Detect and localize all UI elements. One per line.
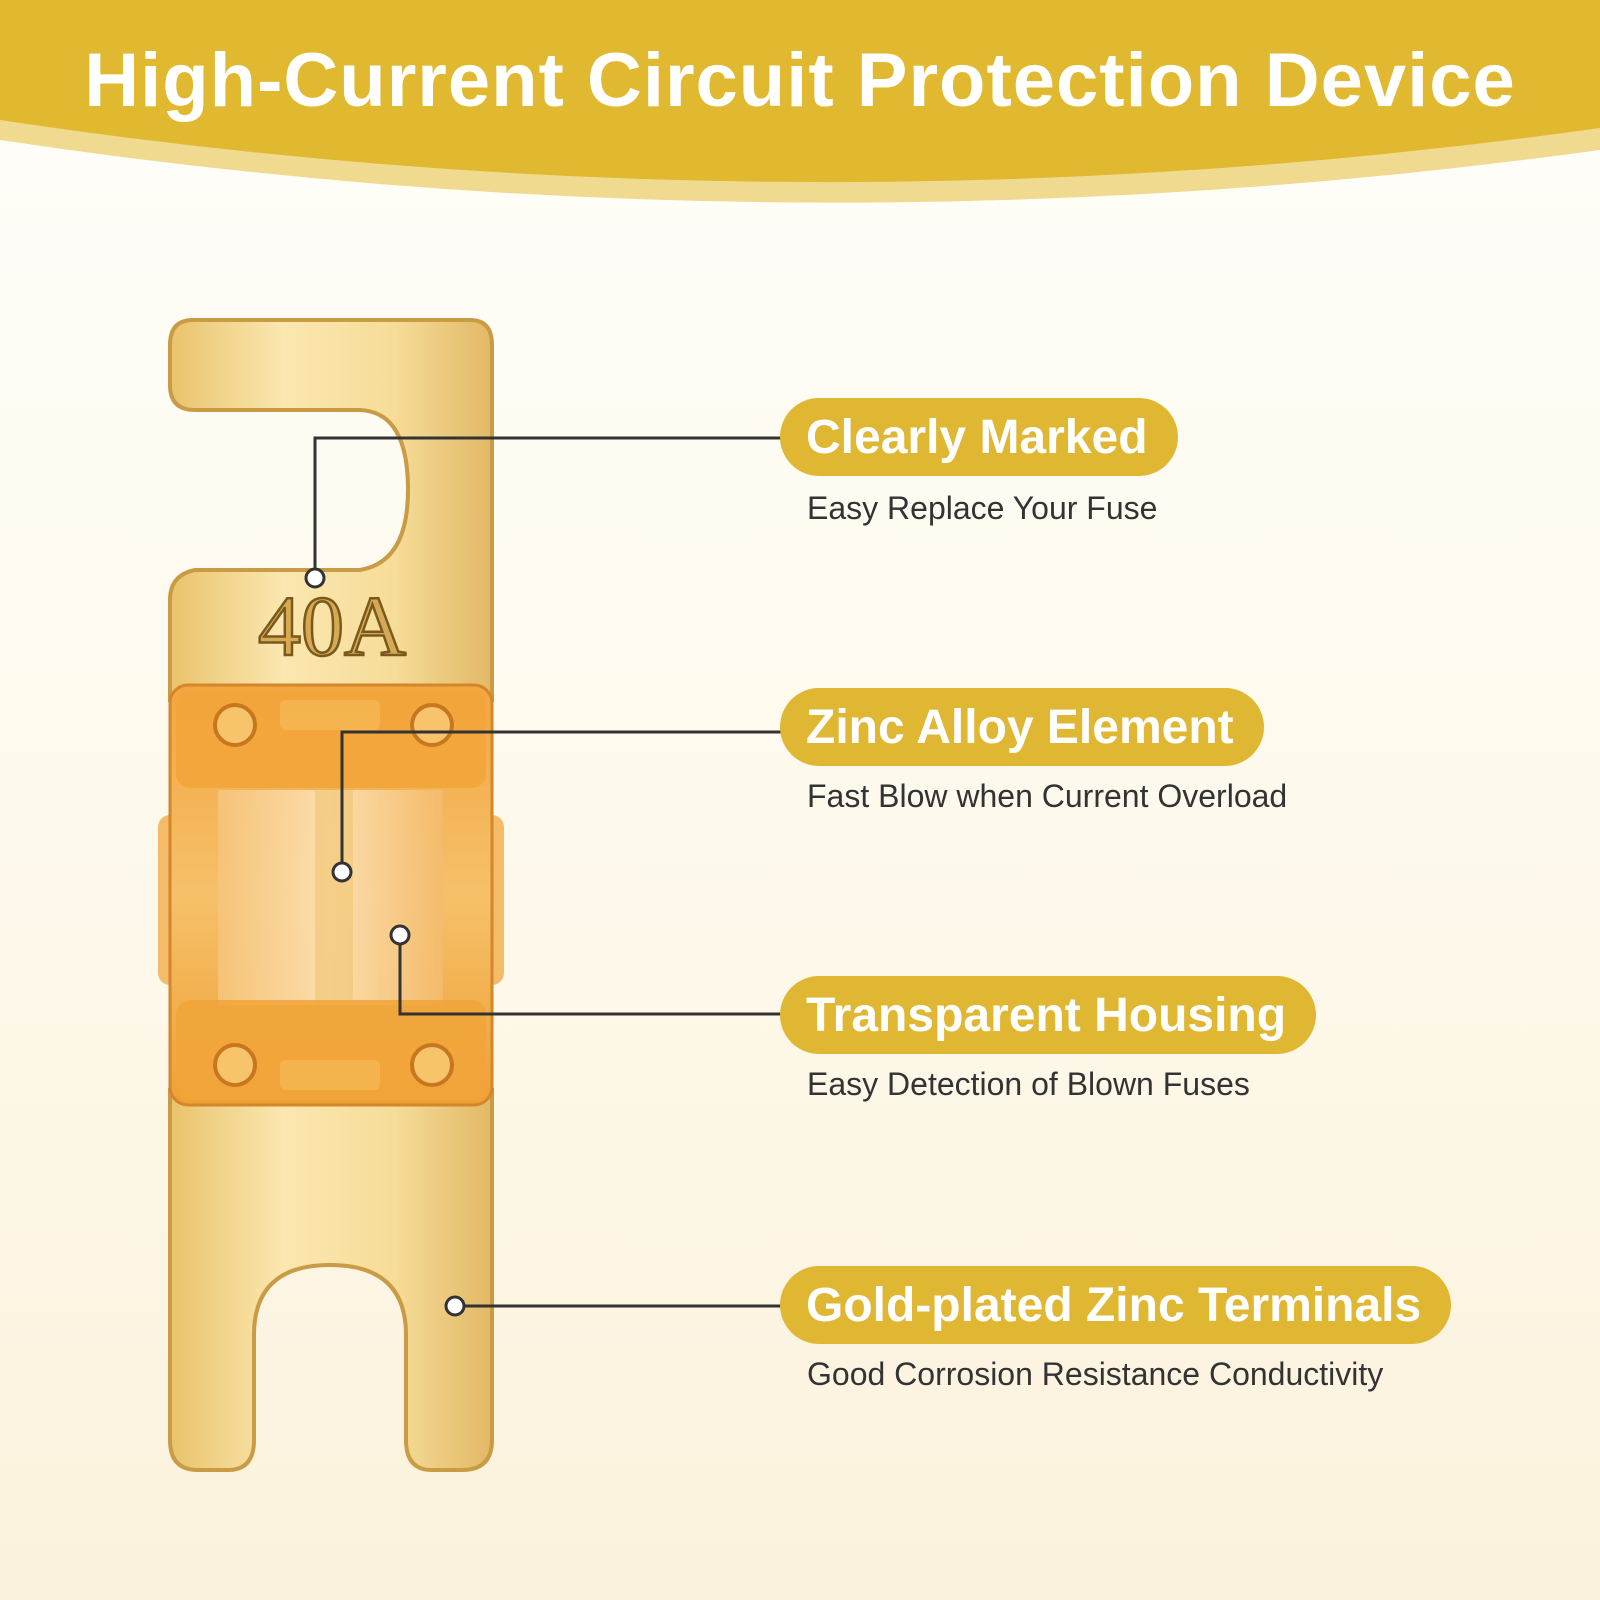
callout-dot [444,1295,466,1317]
lower-terminal [168,1088,494,1472]
feature-label-gold-plated-terminals: Gold-plated Zinc Terminals [780,1266,1452,1344]
callout-line-3 [398,935,785,1016]
housing-rivet [410,703,454,747]
feature-label-zinc-alloy-element: Zinc Alloy Element [780,688,1264,766]
fuse-rating-marking: 40A [258,578,406,674]
feature-description: Good Corrosion Resistance Conductivity [807,1356,1384,1392]
feature-description: Fast Blow when Current Overload [807,778,1288,814]
housing-rivet [410,1043,454,1087]
feature-label-transparent-housing: Transparent Housing [780,976,1317,1054]
feature-label-clearly-marked: Clearly Marked [780,398,1178,476]
housing-rivet [213,703,257,747]
callout-dot [389,924,411,946]
header-banner [0,0,1600,203]
housing-rivet [213,1043,257,1087]
feature-description: Easy Replace Your Fuse [807,490,1158,526]
callout-dot [304,567,326,589]
feature-description: Easy Detection of Blown Fuses [807,1066,1250,1102]
callout-lines [313,436,785,1308]
page-title: High-Current Circuit Protection Device [84,38,1516,123]
transparent-housing [158,683,504,1107]
callout-dot [331,861,353,883]
callout-line-2 [340,730,785,872]
callout-line-1 [313,436,785,578]
